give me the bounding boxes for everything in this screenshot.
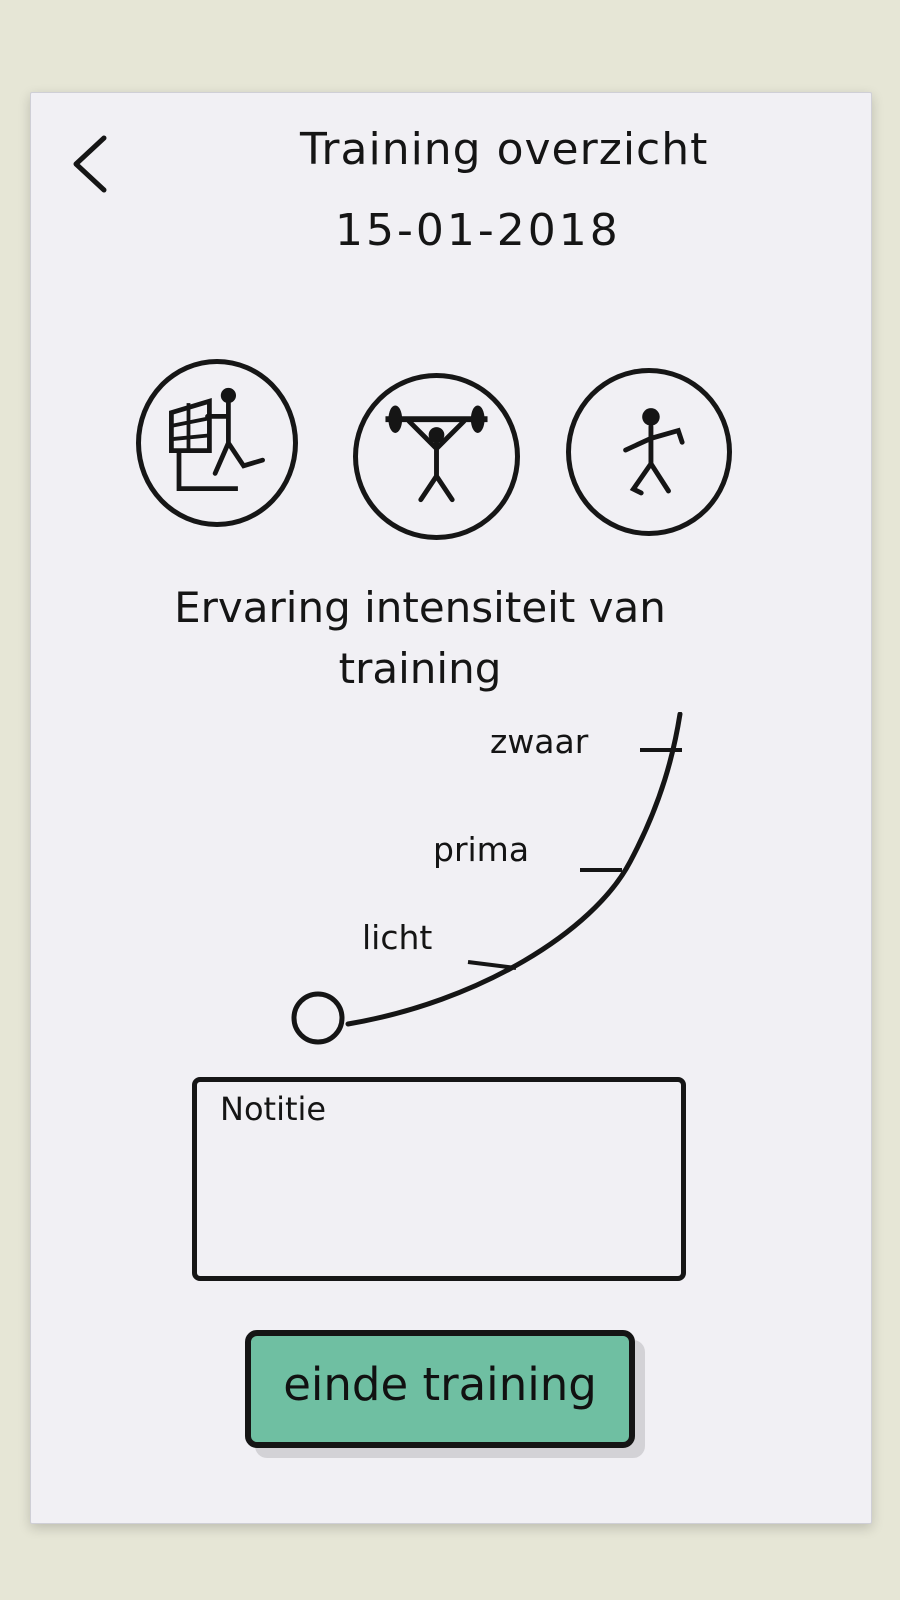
intensity-question: Ervaring intensiteit van training (174, 583, 666, 693)
activity-treadmill-button[interactable] (136, 359, 298, 527)
chevron-left-icon (73, 135, 107, 193)
intensity-slider[interactable] (288, 712, 708, 1052)
intensity-level-prima[interactable]: prima (433, 830, 530, 869)
back-button[interactable] (68, 134, 118, 194)
stick-figure-exercise-icon (623, 408, 685, 496)
activity-stretching-button[interactable] (566, 368, 732, 536)
note-textarea[interactable] (192, 1077, 686, 1281)
training-date: 15-01-2018 (335, 205, 621, 256)
page-title: Training overzicht (300, 124, 709, 175)
tick-licht (467, 960, 517, 970)
intensity-level-licht[interactable]: licht (362, 918, 433, 957)
intensity-level-zwaar[interactable]: zwaar (490, 722, 589, 761)
note-label: Notitie (220, 1090, 327, 1128)
weightlifter-icon (385, 405, 488, 503)
activity-weightlifting-button[interactable] (353, 373, 520, 540)
slider-track[interactable] (345, 712, 683, 1027)
end-training-label: einde training (283, 1358, 597, 1411)
slider-handle[interactable] (291, 991, 345, 1045)
treadmill-runner-icon (169, 387, 265, 491)
end-training-button[interactable]: einde training (245, 1330, 635, 1448)
phone-screen-sketch (30, 92, 872, 1524)
